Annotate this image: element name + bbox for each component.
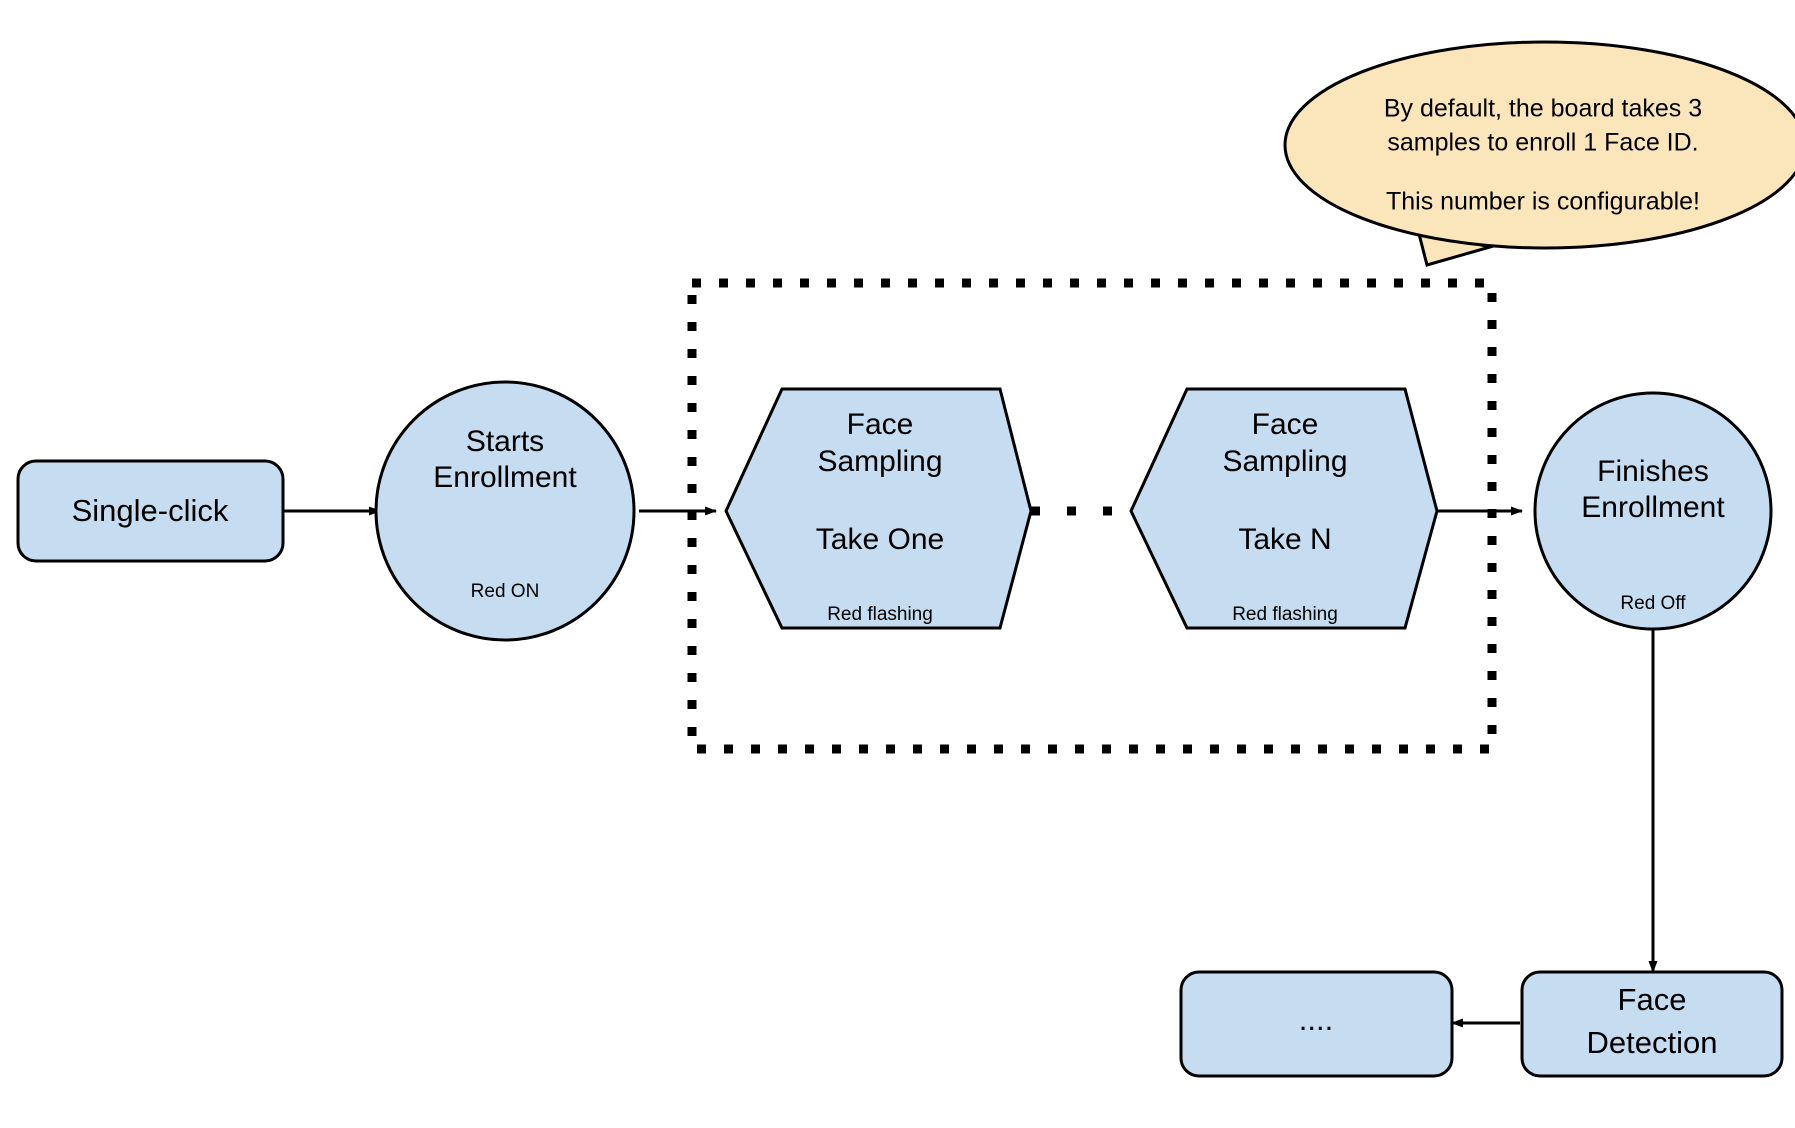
face-sampling-n-label-line1: Face <box>1252 408 1319 441</box>
sampling-loop-group-border <box>687 278 1497 754</box>
finishes-enrollment-label-line1: Finishes <box>1597 455 1709 488</box>
face-detection-shape[interactable] <box>1520 970 1784 1078</box>
node-face-sampling-n[interactable]: Face Sampling Take N Red flashing <box>1129 387 1439 630</box>
starts-enrollment-shape[interactable] <box>374 380 636 642</box>
face-sampling-one-shape[interactable] <box>724 387 1033 630</box>
callout-line3: This number is configurable! <box>1386 188 1700 216</box>
face-sampling-n-shape[interactable] <box>1129 387 1439 630</box>
face-detection-label-line1: Face <box>1618 982 1687 1017</box>
node-finishes-enrollment[interactable]: Finishes Enrollment Red Off <box>1533 391 1773 631</box>
starts-enrollment-label-line1: Starts <box>466 425 544 458</box>
node-continuation[interactable]: .... <box>1179 970 1454 1078</box>
face-sampling-n-take-label: Take N <box>1238 523 1331 556</box>
face-sampling-n-label-line2: Sampling <box>1222 445 1347 478</box>
finishes-enrollment-shape[interactable] <box>1533 391 1773 631</box>
callout-bubble-shape <box>1283 40 1795 250</box>
node-single-click[interactable]: Single-click <box>16 459 285 563</box>
finishes-enrollment-label-line2: Enrollment <box>1581 491 1725 524</box>
face-sampling-one-take-label: Take One <box>816 523 944 556</box>
face-detection-label-line2: Detection <box>1587 1025 1718 1060</box>
starts-enrollment-label-line2: Enrollment <box>433 461 577 494</box>
finishes-enrollment-status: Red Off <box>1620 593 1686 614</box>
face-sampling-one-label-line1: Face <box>847 408 914 441</box>
face-sampling-one-status: Red flashing <box>827 604 933 625</box>
callout-note: By default, the board takes 3 samples to… <box>1283 40 1795 267</box>
single-click-shape[interactable] <box>16 459 285 563</box>
single-click-label: Single-click <box>72 493 229 528</box>
node-face-sampling-one[interactable]: Face Sampling Take One Red flashing <box>724 387 1033 630</box>
callout-line1: By default, the board takes 3 <box>1384 95 1702 123</box>
continuation-shape[interactable] <box>1179 970 1454 1078</box>
face-sampling-n-status: Red flashing <box>1232 604 1338 625</box>
callout-line2: samples to enroll 1 Face ID. <box>1387 129 1698 157</box>
continuation-label: .... <box>1299 1002 1333 1037</box>
face-sampling-one-label-line2: Sampling <box>817 445 942 478</box>
node-starts-enrollment[interactable]: Starts Enrollment Red ON <box>374 380 636 642</box>
starts-enrollment-status: Red ON <box>471 581 540 602</box>
node-face-detection[interactable]: Face Detection <box>1520 970 1784 1078</box>
